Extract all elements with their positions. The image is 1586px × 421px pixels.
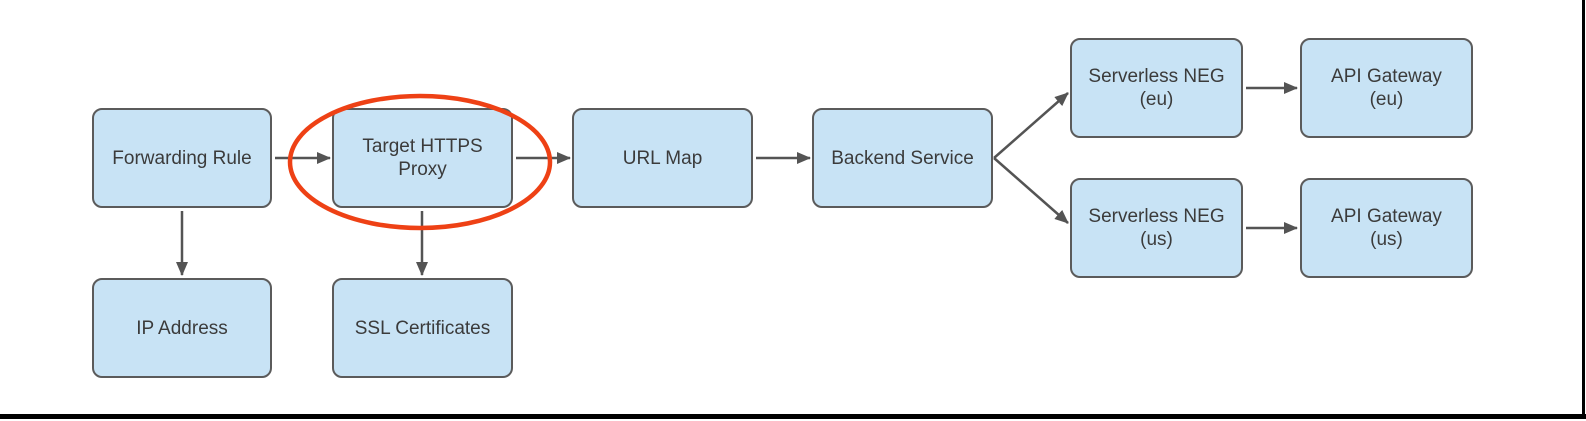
node-target-https-proxy: Target HTTPS Proxy xyxy=(332,108,513,208)
node-label: SSL Certificates xyxy=(354,317,491,339)
edge-backend-service-to-serverless-neg-eu xyxy=(993,92,1069,159)
node-serverless-neg-us: Serverless NEG (us) xyxy=(1070,178,1243,278)
node-api-gateway-eu: API Gateway (eu) xyxy=(1300,38,1473,138)
node-ssl-certificates: SSL Certificates xyxy=(332,278,513,378)
node-ip-address: IP Address xyxy=(92,278,272,378)
node-backend-service: Backend Service xyxy=(812,108,993,208)
node-label: Serverless NEG (eu) xyxy=(1088,66,1225,110)
node-label: API Gateway (us) xyxy=(1331,206,1442,250)
node-label: Backend Service xyxy=(831,147,974,169)
node-label: Forwarding Rule xyxy=(112,147,252,169)
window-border-right xyxy=(1582,0,1585,419)
node-label: API Gateway (eu) xyxy=(1331,66,1442,110)
node-label: URL Map xyxy=(622,147,703,169)
edge-backend-service-to-serverless-neg-us xyxy=(993,157,1069,224)
node-serverless-neg-eu: Serverless NEG (eu) xyxy=(1070,38,1243,138)
node-label: IP Address xyxy=(136,317,228,339)
node-label: Target HTTPS Proxy xyxy=(362,136,483,180)
node-forwarding-rule: Forwarding Rule xyxy=(92,108,272,208)
node-url-map: URL Map xyxy=(572,108,753,208)
node-label: Serverless NEG (us) xyxy=(1088,206,1225,250)
window-border-bottom xyxy=(0,414,1586,419)
node-api-gateway-us: API Gateway (us) xyxy=(1300,178,1473,278)
